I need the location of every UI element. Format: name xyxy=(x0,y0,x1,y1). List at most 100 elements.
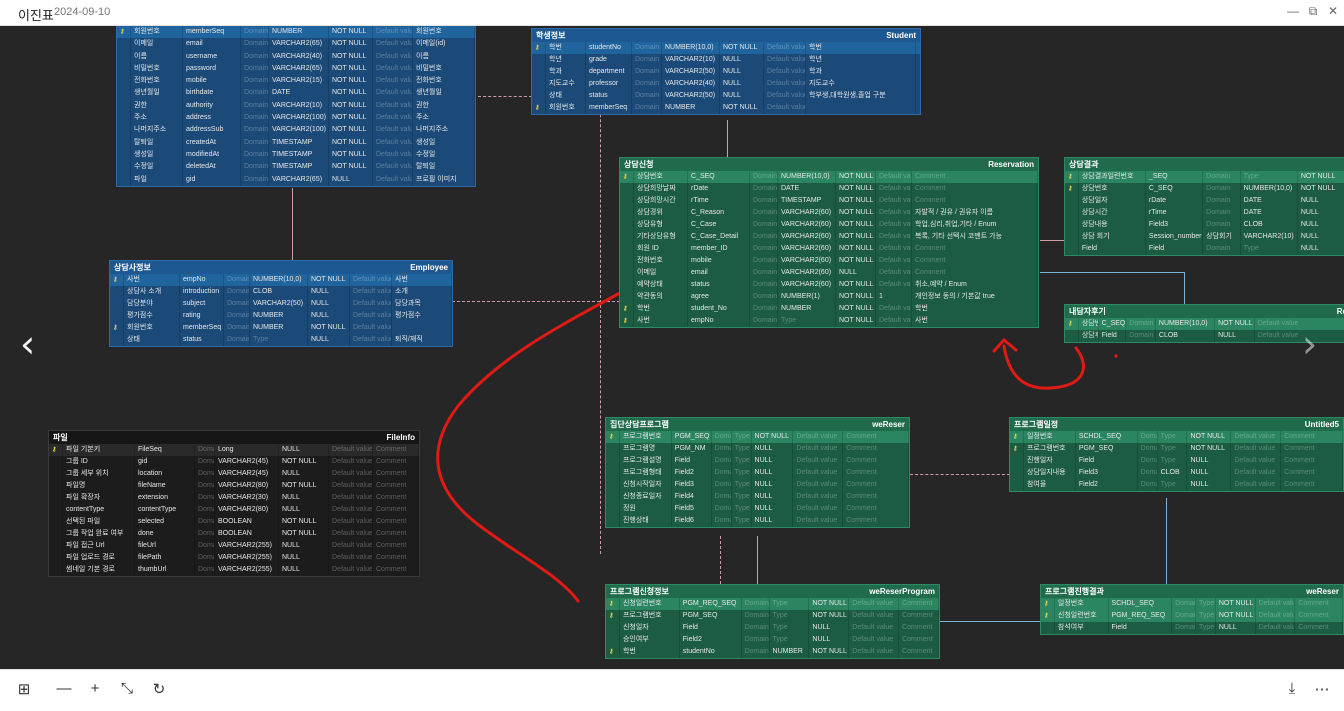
erd-cell: Session_number xyxy=(1146,231,1204,243)
erd-column-row: 그룹 IDgidDomainVARCHAR2(45)NOT NULLDefaul… xyxy=(49,456,419,468)
erd-column-row: contentTypecontentTypeDomainVARCHAR2(80)… xyxy=(49,504,419,516)
erd-cell: Domain xyxy=(1172,622,1196,634)
erd-cell: 상담일자 xyxy=(1079,195,1146,207)
erd-cell: Comment xyxy=(1281,443,1344,455)
erd-cell: studentNo xyxy=(680,646,742,658)
erd-cell: Comment xyxy=(843,479,909,491)
erd-cell: Default value xyxy=(876,171,912,183)
window-date: 2024-09-10 xyxy=(54,6,111,18)
erd-cell: 주소 xyxy=(131,112,183,125)
close-icon[interactable]: ✕ xyxy=(1327,4,1339,18)
erd-cell: Type xyxy=(1196,598,1216,610)
erd-cell: Default value xyxy=(373,26,413,39)
minimize-icon[interactable]: — xyxy=(1287,4,1299,18)
erd-cell: Domain xyxy=(750,255,778,267)
column-spacer xyxy=(49,480,63,492)
erd-cell: Default value xyxy=(876,255,912,267)
erd-cell: Comment xyxy=(1281,479,1344,491)
erd-cell: Default value xyxy=(764,78,806,90)
erd-cell: NOT NULL xyxy=(1187,431,1232,443)
more-options-icon[interactable]: ⋯ xyxy=(1314,681,1330,698)
primary-key-icon: ⚷ xyxy=(606,431,620,443)
erd-cell: Domain xyxy=(742,646,770,658)
download-icon[interactable]: ⤓ xyxy=(1288,680,1296,697)
erd-cell: NOT NULL xyxy=(329,161,373,174)
column-spacer xyxy=(620,267,634,279)
erd-cell: NULL xyxy=(752,443,794,455)
erd-cell: Domain xyxy=(224,286,250,298)
erd-cell: Default value xyxy=(876,267,912,279)
erd-cell: Default value xyxy=(373,75,413,88)
erd-cell: Type xyxy=(250,334,308,346)
erd-cell: Comment xyxy=(373,504,419,516)
next-image-arrow[interactable]: › xyxy=(1302,322,1318,366)
fit-screen-icon[interactable]: ⤡ xyxy=(120,680,133,697)
erd-cell: VARCHAR2(10) xyxy=(269,99,329,113)
erd-cell: Domain xyxy=(712,467,732,479)
erd-cell: 이름 xyxy=(413,50,475,63)
erd-cell: DATE xyxy=(269,87,329,100)
column-spacer xyxy=(117,75,131,88)
foreign-key-icon: ⚷ xyxy=(620,303,634,315)
erd-cell: Comment xyxy=(899,634,939,646)
erd-cell: professor xyxy=(586,78,632,90)
primary-key-icon: ⚷ xyxy=(49,444,63,456)
erd-cell: mobile xyxy=(183,75,241,88)
zoom-in-icon[interactable]: + xyxy=(90,680,100,697)
erd-cell: Type xyxy=(732,443,752,455)
column-spacer xyxy=(1010,455,1024,467)
erd-cell: Comment xyxy=(373,444,419,456)
erd-cell: Default value xyxy=(876,243,912,255)
erd-cell: Default value xyxy=(876,207,912,219)
erd-column-row: 참여율Field2DomainTypeNULLDefault valueComm… xyxy=(1010,479,1344,491)
column-spacer xyxy=(1065,219,1079,231)
erd-cell: 개인정보 동의 / 기본값 true xyxy=(912,291,1038,303)
erd-cell: Comment xyxy=(912,195,1038,207)
erd-cell: 상담시간 xyxy=(1079,207,1146,219)
erd-cell: CLOB xyxy=(1158,467,1188,479)
erd-cell: Domain xyxy=(195,564,215,576)
erd-table-progress: 프로그램진행결과weReser⚷일정번호SCHDL_SEQDomainTypeN… xyxy=(1040,584,1344,635)
erd-cell: fileName xyxy=(135,480,195,492)
erd-cell: Default value xyxy=(793,491,844,503)
erd-cell: gid xyxy=(183,173,241,186)
erd-cell: Comment xyxy=(1295,622,1343,634)
zoom-out-icon[interactable]: — xyxy=(56,680,72,697)
erd-cell: Default value xyxy=(1255,318,1344,330)
erd-cell: Default value xyxy=(876,231,912,243)
erd-cell: NULL xyxy=(720,66,764,78)
erd-cell: 선택된 파일 xyxy=(63,516,135,528)
erd-cell: Domain xyxy=(1203,243,1241,255)
maximize-icon[interactable]: ⧉ xyxy=(1308,4,1318,18)
erd-cell: 비밀번호 xyxy=(131,62,183,76)
relation-line xyxy=(452,301,620,302)
column-spacer xyxy=(532,78,546,90)
erd-cell: NULL xyxy=(752,491,794,503)
erd-cell: 회원 ID xyxy=(634,243,688,255)
erd-cell: Comment xyxy=(912,243,1038,255)
erd-cell: VARCHAR2(80) xyxy=(215,504,279,516)
erd-cell: NOT NULL xyxy=(329,99,373,113)
erd-cell: Domain xyxy=(712,491,732,503)
erd-column-row: 파일 접근 UrlfileUrlDomainVARCHAR2(255)NULLD… xyxy=(49,540,419,552)
thumbnail-grid-icon[interactable]: ⊞ xyxy=(17,681,31,698)
erd-cell: Comment xyxy=(373,528,419,540)
erd-cell: _SEQ xyxy=(1146,171,1204,183)
erd-column-row: 상담일지내용Field3DomainCLOBNULLDefault valueC… xyxy=(1010,467,1344,479)
erd-cell: PGM_NM xyxy=(672,443,712,455)
column-spacer xyxy=(117,136,131,149)
erd-cell: NOT NULL xyxy=(279,528,329,540)
erd-cell: Default value xyxy=(849,598,900,610)
erd-cell: Comment xyxy=(843,467,909,479)
erd-cell: email xyxy=(183,38,241,51)
rotate-icon[interactable]: ↻ xyxy=(152,681,166,698)
prev-image-arrow[interactable]: ‹ xyxy=(20,322,36,366)
erd-cell: 학과 xyxy=(806,66,916,78)
